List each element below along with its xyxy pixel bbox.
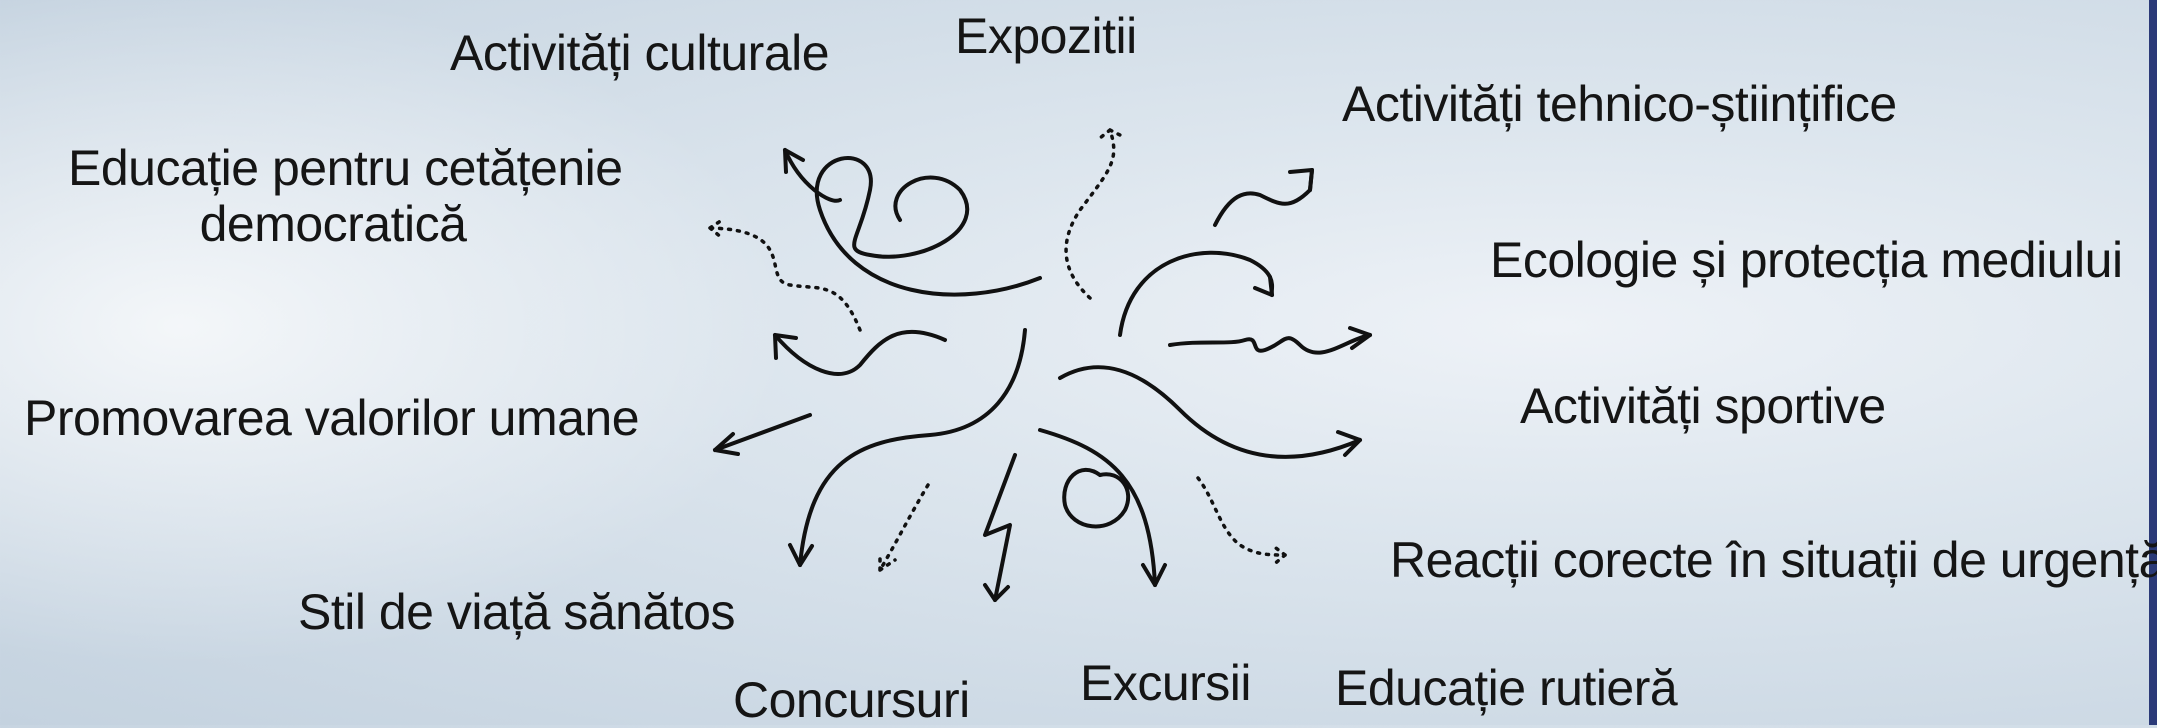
label-concursuri: Concursuri [733,672,970,728]
label-excursii: Excursii [1080,655,1251,711]
arrow-lightning [985,455,1015,600]
arrow-wavy-right [1170,335,1370,353]
label-stil-viata: Stil de viață sănătos [298,584,735,640]
arrow-loop-down [1040,430,1155,585]
arrow-sweep-right [1060,367,1360,457]
label-reactii-urgenta: Reacții corecte în situații de urgență [1390,532,2157,588]
label-activitati-sportive: Activități sportive [1520,378,1886,434]
label-educatie-cetatenie-line1: Educație pentru cetățenie [68,140,598,196]
label-expozitii: Expozitii [955,8,1137,64]
arrow-left-upper [775,332,945,374]
label-educatie-cetatenie: Educație pentru cetățenie democratică [68,140,598,252]
arrow-up-right [1215,170,1312,225]
arrow-dotted-down [880,485,928,570]
label-ecologie: Ecologie și protecția mediului [1490,232,2123,288]
arrow-straight-left [715,415,810,450]
label-tehnico-stiintifice: Activități tehnico-științifice [1342,76,1897,132]
arrow-curve-down [800,330,1025,565]
arrow-curve-right [1120,253,1272,335]
arrow-dotted-up [1066,130,1114,298]
label-educatie-cetatenie-line2: democratică [68,196,598,252]
label-activitati-culturale: Activități culturale [450,25,829,81]
label-promovarea-valorilor: Promovarea valorilor umane [24,390,639,446]
arrow-dotted-downright [1198,478,1285,555]
label-educatie-rutiera: Educație rutieră [1335,660,1677,716]
arrow-loop-upleft [785,150,1040,295]
